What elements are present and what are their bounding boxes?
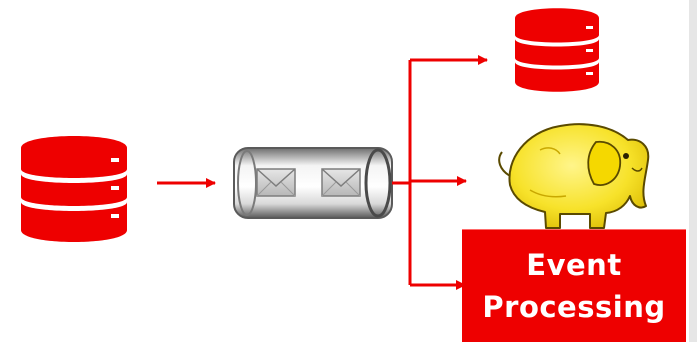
envelope-icon [256, 168, 296, 197]
source-database-icon [21, 136, 127, 242]
target-database-icon [515, 8, 599, 92]
scrollbar-strip [689, 0, 697, 342]
message-queue-icon [233, 147, 393, 219]
hadoop-elephant-icon [498, 123, 650, 229]
envelope-icon [321, 168, 361, 197]
branch-connector [392, 60, 412, 285]
event-processing-box: Event Processing [462, 229, 686, 342]
event-processing-label-line1: Event [526, 248, 622, 282]
event-processing-label-line2: Processing [482, 290, 666, 324]
